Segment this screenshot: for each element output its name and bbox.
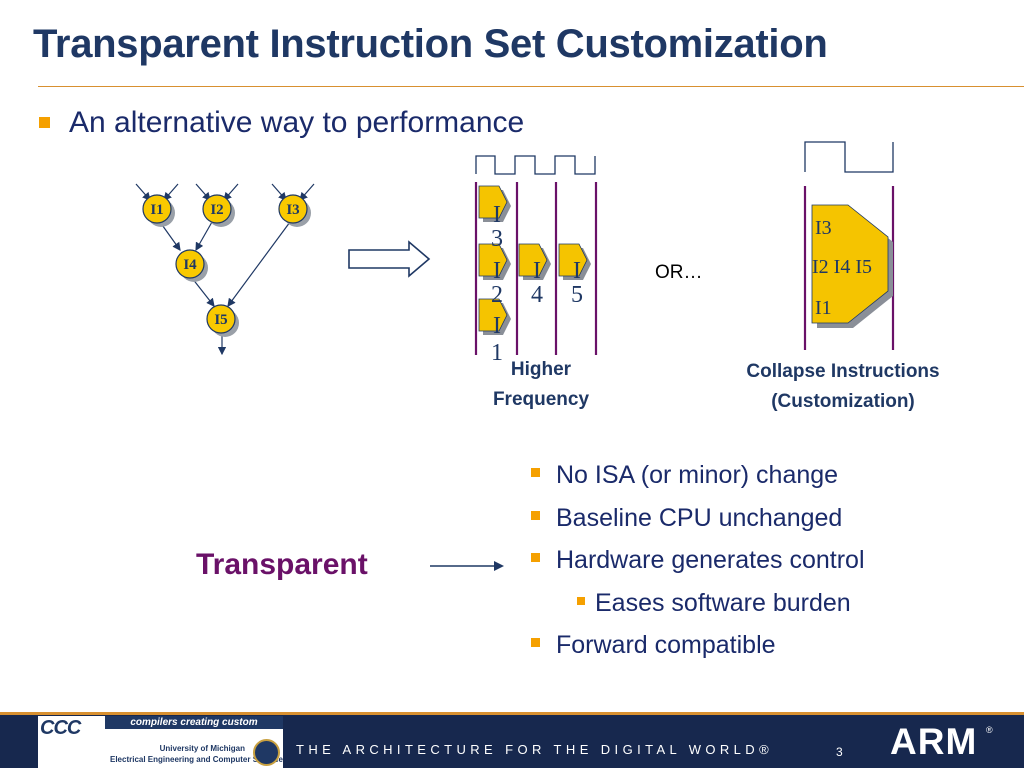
- pipeline-label: 5: [571, 282, 583, 308]
- list-item: Eases software burden: [595, 589, 851, 617]
- clock-waveform: [475, 155, 596, 175]
- svg-text:I4: I4: [183, 257, 197, 273]
- graph-node-i4: I4: [175, 249, 208, 282]
- input-edge: [163, 183, 179, 201]
- pipeline-label: I: [493, 202, 501, 228]
- list-item: Forward compatible: [556, 631, 776, 659]
- pipeline-label: 3: [491, 226, 503, 252]
- transparent-arrow-icon: [430, 561, 504, 571]
- svg-text:I1: I1: [150, 202, 163, 218]
- ccc-tagline: compilers creating custom processors: [105, 716, 283, 741]
- input-edge: [223, 183, 239, 201]
- collapse-label: I1: [815, 297, 832, 319]
- pipeline-block-i5: [558, 243, 588, 277]
- pipeline-label: 2: [491, 282, 503, 308]
- slide-title: Transparent Instruction Set Customizatio…: [33, 22, 828, 66]
- list-item: No ISA (or minor) change: [556, 461, 839, 489]
- pipeline-label: 1: [491, 340, 503, 365]
- input-edge: [195, 183, 211, 201]
- graph-node-i3: I3: [278, 194, 311, 227]
- collapsed-instruction-block: [811, 204, 889, 324]
- collapse-caption: Collapse Instructions (Customization): [746, 361, 940, 412]
- higher-frequency-caption: Higher Frequency: [492, 359, 590, 410]
- pipeline-block-i4: [518, 243, 548, 277]
- or-label: OR…: [655, 262, 703, 283]
- input-edge: [135, 183, 151, 201]
- pipeline-label: 4: [531, 282, 543, 308]
- transparent-label: Transparent: [196, 548, 368, 581]
- university-label: University of Michigan Electrical Engine…: [110, 744, 283, 764]
- pipeline-block-i1: [478, 298, 508, 332]
- bullet-marker-icon: [531, 638, 540, 647]
- svg-text:I5: I5: [214, 312, 227, 328]
- pipeline-label: I: [493, 258, 501, 284]
- dataflow-graph: I1 I2 I3 I4 I5: [135, 183, 315, 356]
- bullet-marker-icon: [531, 511, 540, 520]
- pipeline-label: I: [573, 258, 581, 284]
- graph-node-i1: I1: [142, 194, 175, 227]
- list-item: Baseline CPU unchanged: [556, 504, 843, 532]
- list-item: Hardware generates control: [556, 546, 865, 574]
- graph-edge: [195, 221, 213, 252]
- graph-edge: [227, 221, 291, 307]
- transform-arrow-icon: [348, 240, 431, 278]
- arm-registered-mark: ®: [986, 725, 993, 735]
- architecture-slogan: THE ARCHITECTURE FOR THE DIGITAL WORLD®: [296, 742, 774, 757]
- pipeline-label: I: [493, 313, 501, 339]
- bullet-marker-icon: [577, 597, 585, 605]
- collapse-label: I3: [815, 217, 832, 239]
- page-number: 3: [836, 745, 843, 759]
- footer-divider: [0, 712, 1024, 715]
- pipeline-block-i2: [478, 243, 508, 277]
- university-seal-icon: [253, 739, 280, 766]
- bullet-marker-icon: [39, 117, 50, 128]
- graph-edge: [191, 277, 215, 307]
- main-bullet-text: An alternative way to performance: [69, 106, 525, 139]
- input-edge: [299, 183, 315, 201]
- svg-text:I3: I3: [286, 202, 299, 218]
- graph-node-i2: I2: [202, 194, 235, 227]
- title-divider: [38, 86, 1024, 87]
- input-edge: [271, 183, 287, 201]
- pipeline-diagram: I 3 I 2 I 1 I 4 I 5: [474, 155, 598, 365]
- bullet-marker-icon: [531, 553, 540, 562]
- collapse-diagram: I3 I2 I4 I5 I1: [803, 141, 895, 350]
- svg-text:I2: I2: [210, 202, 223, 218]
- graph-node-i5: I5: [206, 304, 239, 337]
- ccc-logo: CCC: [40, 717, 81, 739]
- pipeline-block-i3: [478, 185, 508, 219]
- bullet-marker-icon: [531, 468, 540, 477]
- arm-logo: ARM: [890, 721, 978, 762]
- collapse-label: I2 I4 I5: [812, 256, 872, 278]
- clock-waveform: [804, 141, 894, 173]
- pipeline-label: I: [533, 258, 541, 284]
